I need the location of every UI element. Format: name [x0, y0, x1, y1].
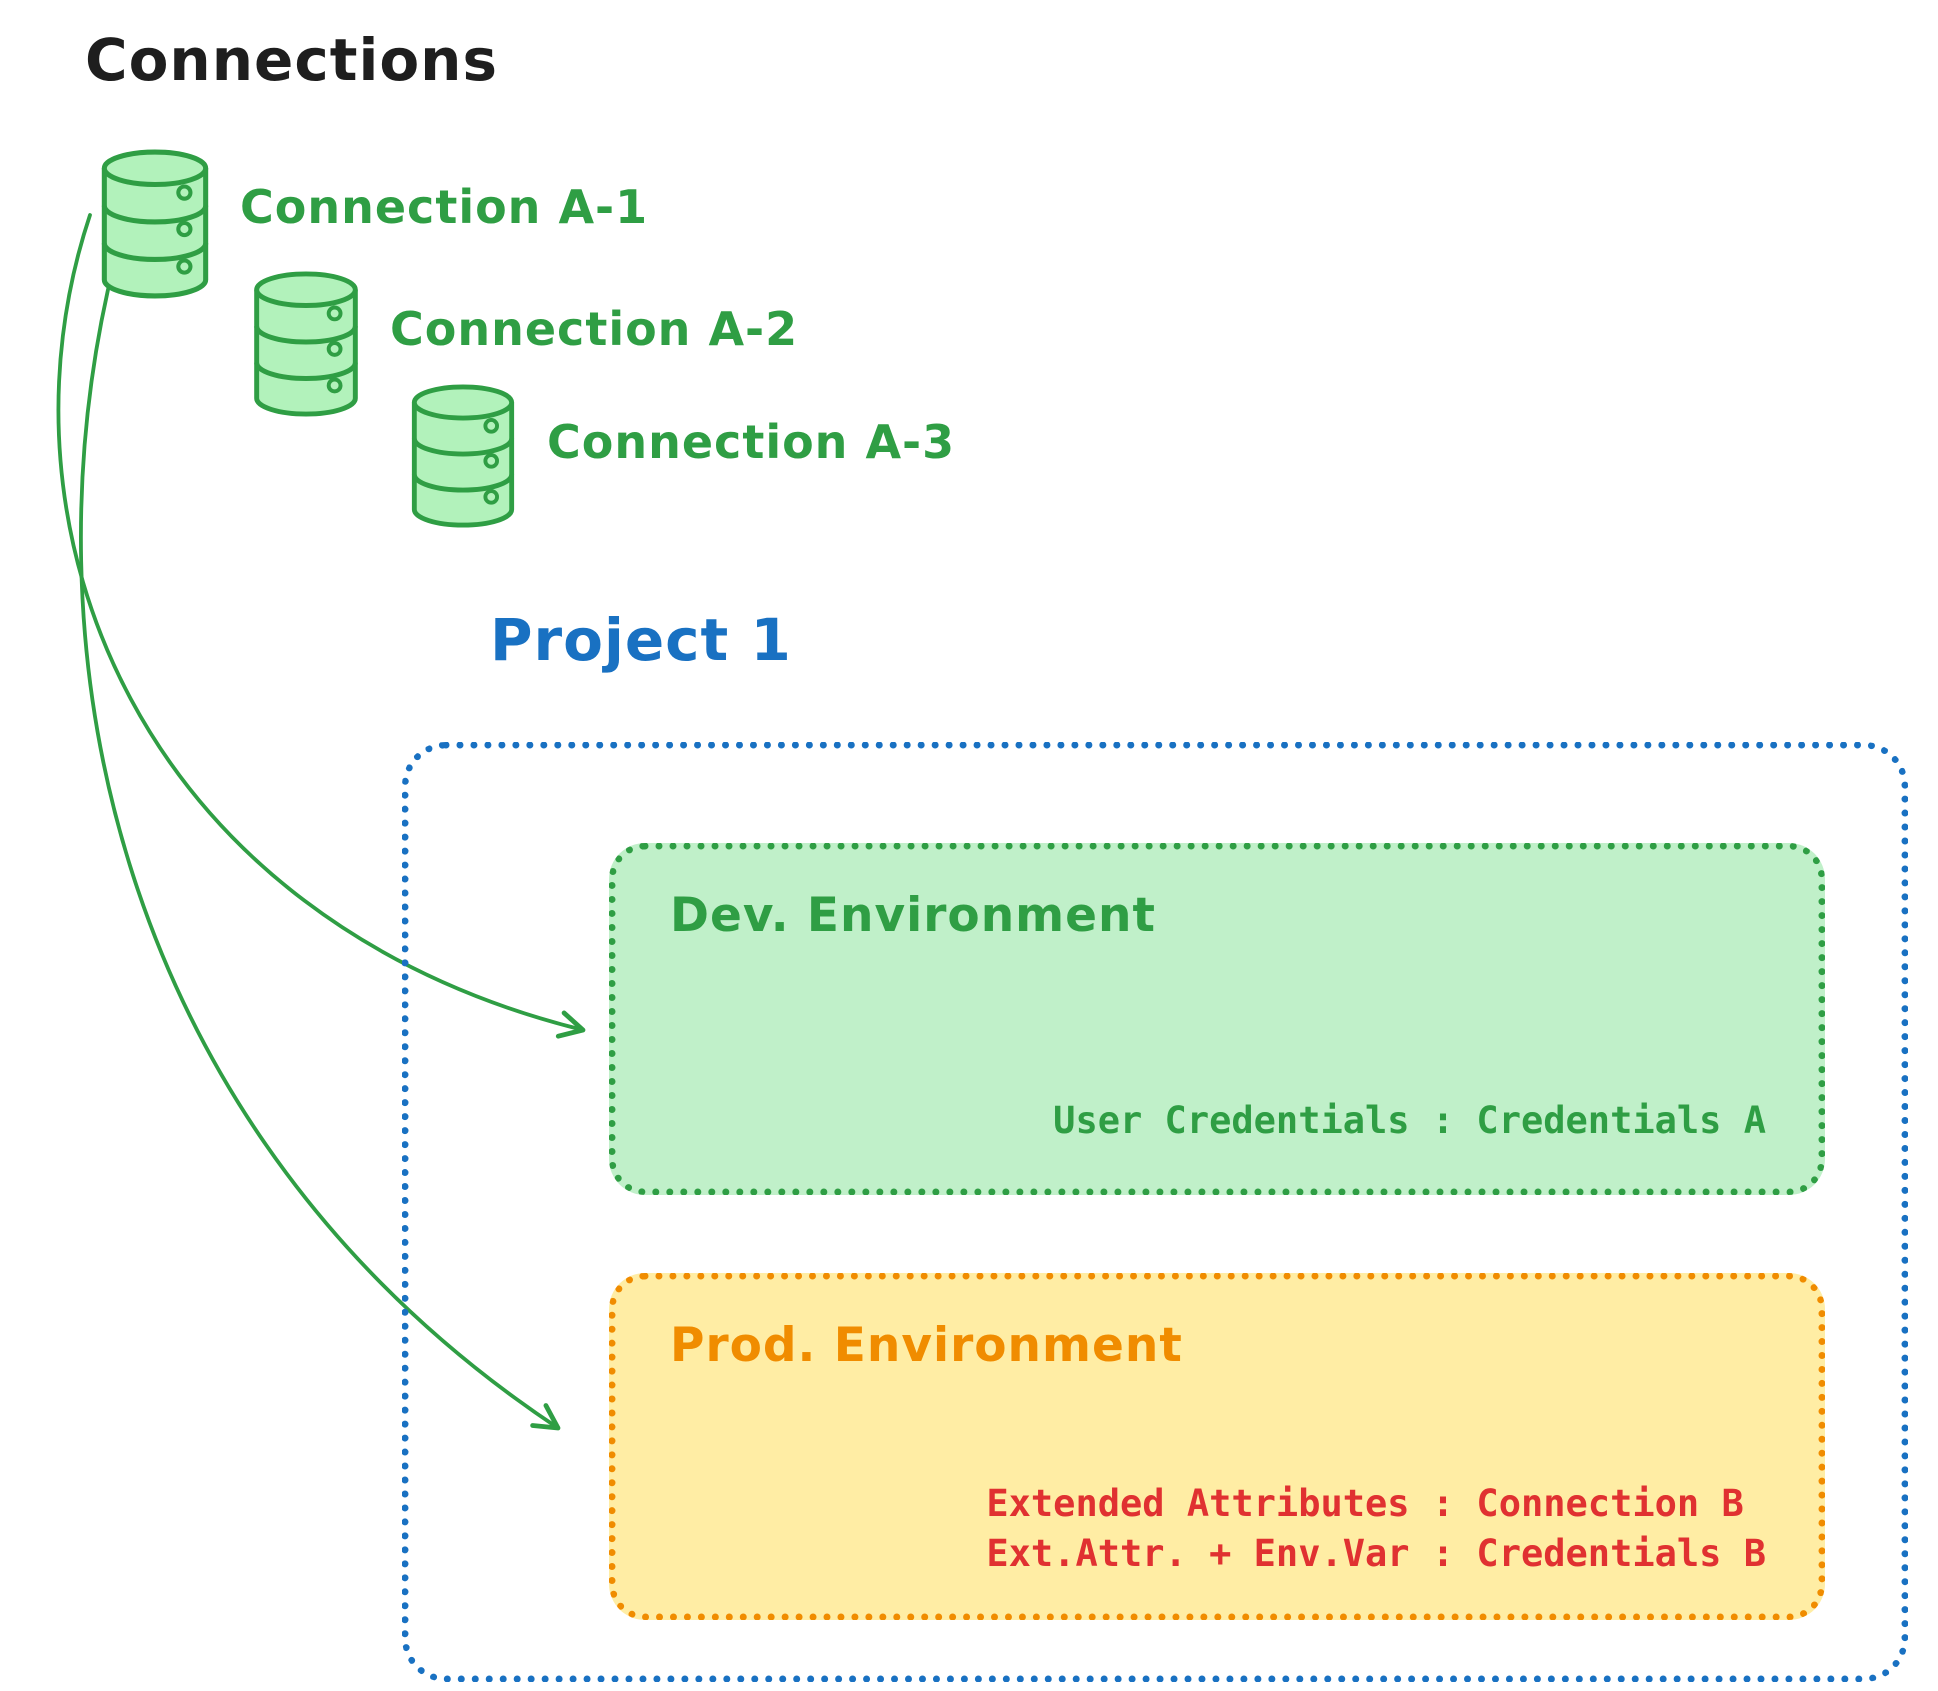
diagram-title: Connections [85, 26, 498, 94]
project-box: Dev. Environment User Credentials : Cred… [402, 742, 1908, 1682]
dev-environment-credentials: User Credentials : Credentials A [1053, 1096, 1766, 1146]
connection-label: Connection A-2 [390, 302, 799, 356]
connection-a1: Connection A-1 [98, 148, 648, 300]
prod-environment-name: Prod. Environment [670, 1318, 1183, 1373]
database-icon [254, 271, 358, 417]
connection-a3: Connection A-3 [407, 383, 955, 529]
connection-label: Connection A-1 [240, 180, 649, 234]
prod-environment-box: Prod. Environment Extended Attributes : … [609, 1273, 1825, 1620]
prod-environment-credentials: Extended Attributes : Connection B Ext.A… [986, 1479, 1766, 1579]
dev-environment-box: Dev. Environment User Credentials : Cred… [609, 843, 1825, 1195]
database-icon [101, 149, 209, 299]
dev-environment-name: Dev. Environment [670, 888, 1156, 943]
credentials-line: User Credentials : Credentials A [1053, 1099, 1766, 1143]
credentials-line: Ext.Attr. + Env.Var : Credentials B [986, 1532, 1766, 1576]
connection-label: Connection A-3 [547, 415, 956, 469]
connection-a2: Connection A-2 [250, 270, 798, 418]
project-title: Project 1 [490, 606, 792, 674]
credentials-line: Extended Attributes : Connection B [986, 1482, 1744, 1526]
database-icon [411, 384, 515, 528]
